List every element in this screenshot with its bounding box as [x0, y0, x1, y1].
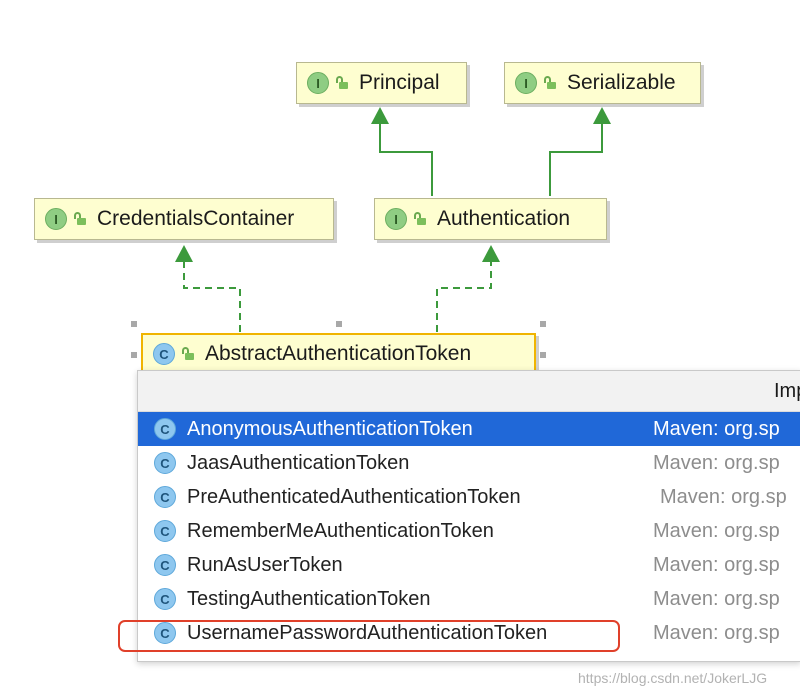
edge-authentication-principal	[379, 122, 433, 196]
class-icon: C	[154, 486, 176, 508]
source-label: Maven: org.sp	[660, 486, 787, 508]
selection-handle-middle-right[interactable]	[540, 352, 546, 358]
selection-handle-top-left[interactable]	[131, 321, 137, 327]
watermark: https://blog.csdn.net/JokerLJG	[578, 670, 768, 686]
popup-title: Imp	[774, 380, 800, 402]
arrowhead-serializable	[593, 107, 611, 124]
list-item[interactable]: C PreAuthenticatedAuthenticationToken Ma…	[138, 480, 800, 514]
interface-icon: I	[307, 72, 329, 94]
class-name: RunAsUserToken	[187, 553, 343, 576]
list-item[interactable]: C RunAsUserToken Maven: org.sp	[138, 548, 800, 582]
class-name: UsernamePasswordAuthenticationToken	[187, 621, 548, 644]
class-icon: C	[154, 554, 176, 576]
list-item[interactable]: C RememberMeAuthenticationToken Maven: o…	[138, 514, 800, 548]
class-name: AnonymousAuthenticationToken	[187, 417, 473, 440]
node-credentials-container[interactable]: I CredentialsContainer	[34, 198, 334, 240]
implementations-popup: Imp C AnonymousAuthenticationToken Maven…	[137, 370, 800, 662]
node-principal[interactable]: I Principal	[296, 62, 467, 104]
class-icon: C	[154, 418, 176, 440]
class-icon: C	[154, 520, 176, 542]
lock-icon	[181, 347, 195, 361]
class-name: RememberMeAuthenticationToken	[187, 519, 494, 542]
interface-icon: I	[515, 72, 537, 94]
node-serializable[interactable]: I Serializable	[504, 62, 701, 104]
arrowhead-credentials	[175, 245, 193, 262]
node-label: Serializable	[567, 71, 676, 94]
list-item[interactable]: C UsernamePasswordAuthenticationToken Ma…	[138, 616, 800, 650]
node-label: Principal	[359, 71, 440, 94]
class-name: JaasAuthenticationToken	[187, 451, 410, 474]
selection-handle-middle-left[interactable]	[131, 352, 137, 358]
source-label: Maven: org.sp	[653, 520, 780, 542]
node-authentication[interactable]: I Authentication	[374, 198, 607, 240]
node-label: AbstractAuthenticationToken	[205, 342, 472, 365]
selection-handle-top-right[interactable]	[540, 321, 546, 327]
popup-header: Imp	[138, 371, 800, 412]
edge-token-authentication	[436, 260, 492, 332]
interface-icon: I	[385, 208, 407, 230]
class-name: TestingAuthenticationToken	[187, 587, 431, 610]
source-label: Maven: org.sp	[653, 622, 780, 644]
class-icon: C	[154, 622, 176, 644]
source-label: Maven: org.sp	[653, 554, 780, 576]
node-abstract-authentication-token[interactable]: C AbstractAuthenticationToken	[141, 333, 536, 375]
interface-icon: I	[45, 208, 67, 230]
edge-authentication-serializable	[549, 122, 603, 196]
source-label: Maven: org.sp	[653, 588, 780, 610]
source-label: Maven: org.sp	[653, 452, 780, 474]
list-item[interactable]: C JaasAuthenticationToken Maven: org.sp	[138, 446, 800, 480]
class-icon: C	[154, 588, 176, 610]
list-item[interactable]: C TestingAuthenticationToken Maven: org.…	[138, 582, 800, 616]
selection-handle-top-middle[interactable]	[336, 321, 342, 327]
arrowhead-principal	[371, 107, 389, 124]
class-name: PreAuthenticatedAuthenticationToken	[187, 485, 521, 508]
lock-icon	[73, 212, 87, 226]
lock-icon	[335, 76, 349, 90]
class-icon: C	[153, 343, 175, 365]
lock-icon	[543, 76, 557, 90]
node-label: Authentication	[437, 207, 571, 230]
edge-token-credentials	[183, 260, 241, 332]
source-label: Maven: org.sp	[653, 418, 780, 440]
annotation-highlight-box	[118, 620, 620, 652]
arrowhead-authentication	[482, 245, 500, 262]
class-icon: C	[154, 452, 176, 474]
list-item[interactable]: C AnonymousAuthenticationToken Maven: or…	[138, 412, 800, 446]
node-label: CredentialsContainer	[97, 207, 295, 230]
lock-icon	[413, 212, 427, 226]
